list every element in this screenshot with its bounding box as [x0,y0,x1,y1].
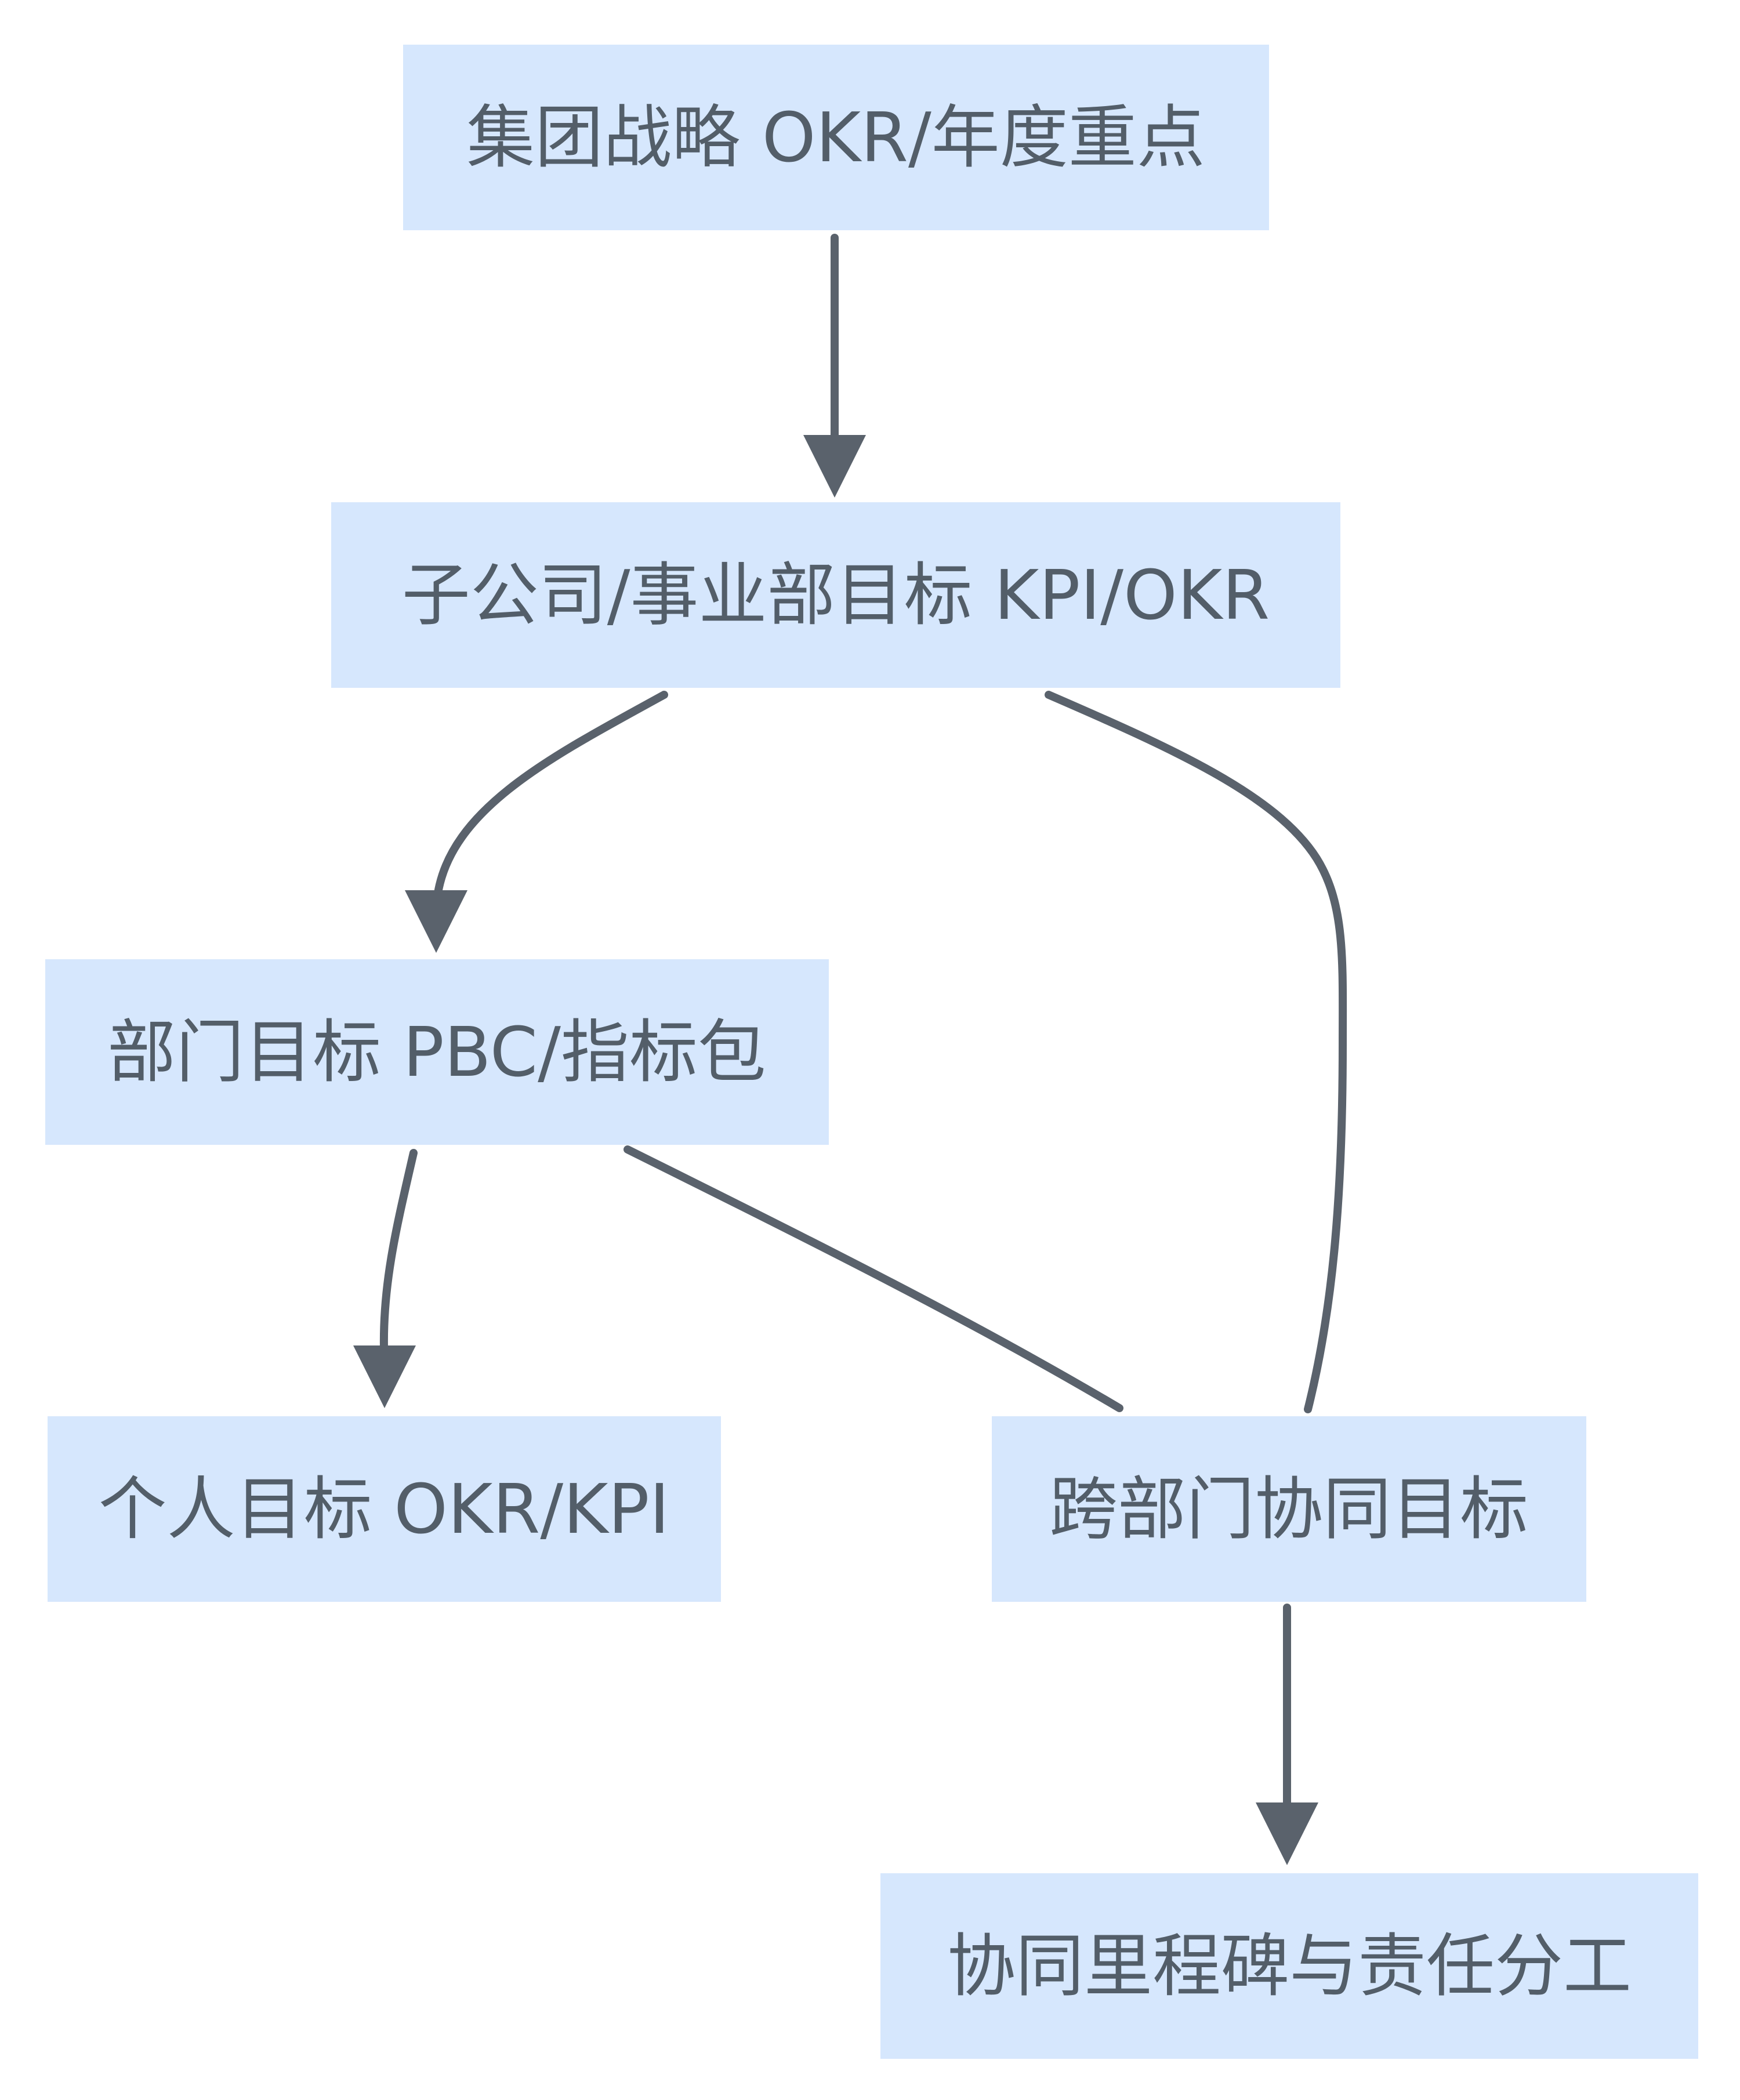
node-milestone: 协同里程碑与责任分工 [880,1873,1698,2059]
node-department: 部门目标 PBC/指标包 [45,959,829,1145]
edge-subsidiary-to-crossdept [1045,691,1347,1413]
node-subsidiary-label: 子公司/事业部目标 KPI/OKR [402,555,1270,635]
node-subsidiary-box [331,502,1340,688]
node-crossdept-label: 跨部门协同目标 [1049,1469,1528,1549]
node-group-label: 集团战略 OKR/年度重点 [466,97,1205,177]
arrowhead-personal [353,1345,416,1408]
node-department-label: 部门目标 PBC/指标包 [107,1012,766,1092]
node-crossdept-box [992,1416,1586,1602]
node-group-box [403,45,1269,230]
node-department-box [45,959,829,1145]
edge-department-to-crossdept [624,1145,1123,1412]
node-personal-box [48,1416,721,1602]
node-group: 集团战略 OKR/年度重点 [403,45,1269,230]
node-milestone-box [880,1873,1698,2059]
node-personal: 个人目标 OKR/KPI [48,1416,721,1602]
node-crossdept: 跨部门协同目标 [992,1416,1586,1602]
arrowhead-department [405,890,467,953]
edge-subsidiary-to-department [434,691,668,897]
arrowhead-subsidiary [803,435,866,498]
edges [353,234,1347,1865]
node-personal-label: 个人目标 OKR/KPI [99,1469,670,1549]
edge-department-to-personal [379,1149,418,1352]
node-subsidiary: 子公司/事业部目标 KPI/OKR [331,502,1340,688]
node-milestone-label: 协同里程碑与责任分工 [947,1926,1632,2006]
arrowhead-milestone [1256,1802,1318,1865]
